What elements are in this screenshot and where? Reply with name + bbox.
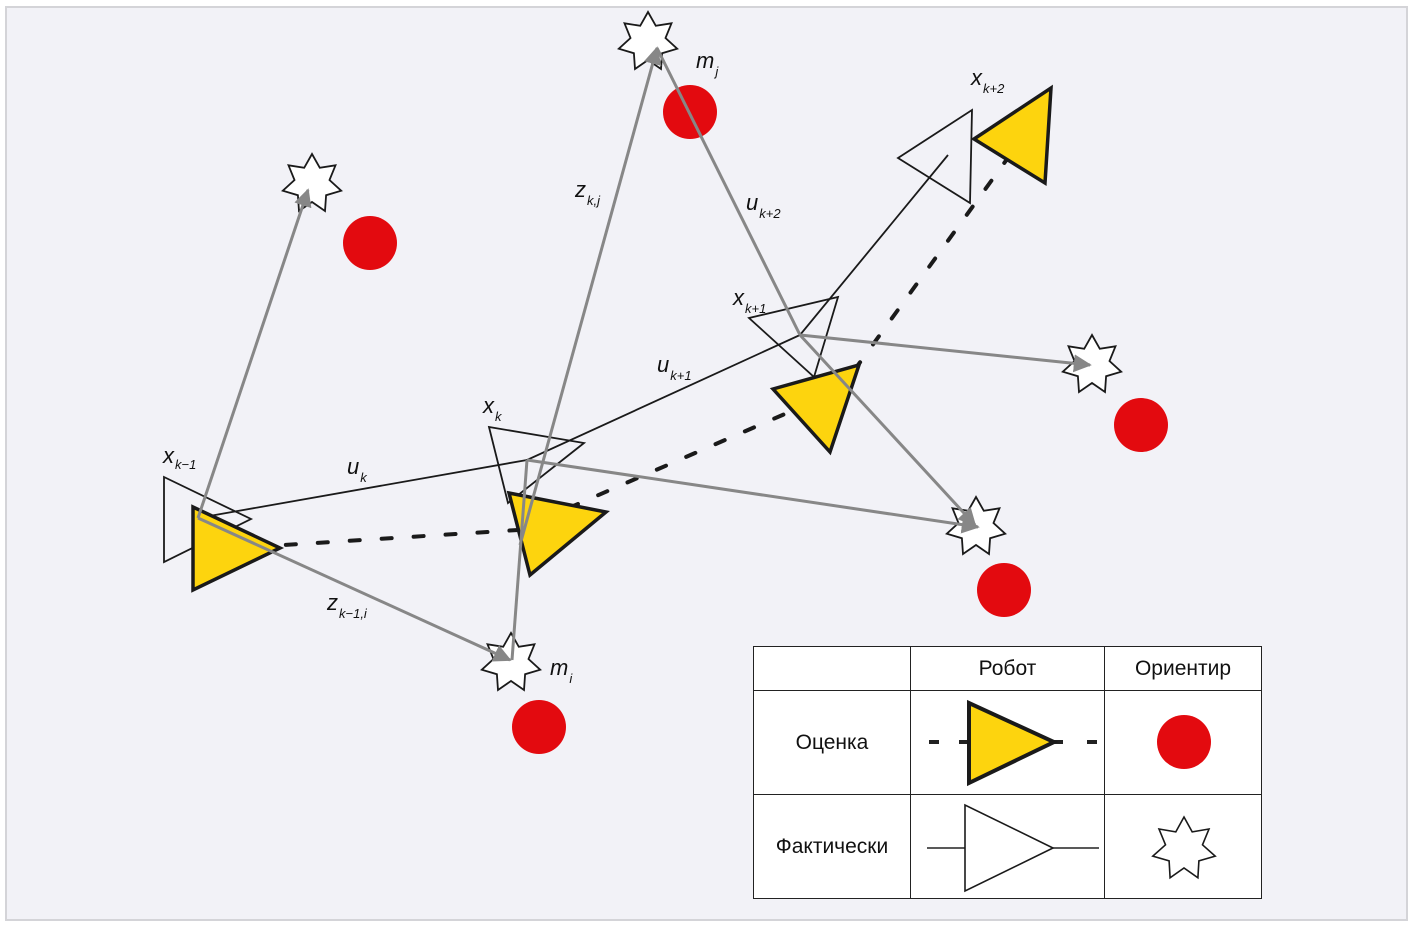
pose-label-xk+1: xk+1 <box>732 285 766 316</box>
pose-label-xk: xk <box>482 393 503 424</box>
estimated-landmark-4 <box>977 563 1031 617</box>
measurement-arrow-3 <box>510 459 529 661</box>
measurement-label-zkj: zk,j <box>574 177 601 208</box>
actual-landmark-1 <box>281 152 343 213</box>
measurement-arrow-1 <box>196 188 312 519</box>
measurement-arrow-8 <box>798 333 977 527</box>
actual-robot-pose-4 <box>896 108 973 205</box>
actual-trajectory <box>197 154 949 519</box>
actual-robot-icon <box>926 803 1099 892</box>
estimated-robot-icon <box>928 699 1097 786</box>
estimated-robot-pose-2 <box>506 490 610 579</box>
measurement-arrow-2 <box>197 516 512 662</box>
estimated-landmark-1 <box>343 216 397 270</box>
measurement-label-zk-1i: zk−1,i <box>326 590 368 621</box>
estimated-landmark-5 <box>512 700 566 754</box>
estimated-robot-pose-1 <box>191 504 285 593</box>
legend-actual-landmark-cell <box>1104 794 1262 899</box>
actual-landmark-3 <box>1061 333 1123 394</box>
measurement-arrow-7 <box>655 47 802 336</box>
actual-landmark-2 <box>617 10 679 71</box>
landmark-label-mi: mi <box>550 655 573 686</box>
actual-landmark-5 <box>480 631 542 692</box>
landmark-label-mj: mj <box>696 48 719 79</box>
estimated-robot-pose-3 <box>769 362 862 456</box>
legend-header-robot: Робот <box>910 646 1105 691</box>
estimated-landmark-3 <box>1114 398 1168 452</box>
pose-label-xk-1: xk−1 <box>162 443 196 472</box>
legend-row-actual-label: Фактически <box>753 794 911 899</box>
control-label-uk+2: uk+2 <box>746 190 781 221</box>
pose-label-xk+2: xk+2 <box>970 65 1005 96</box>
control-label-uk+1: uk+1 <box>657 352 692 383</box>
legend-row-estimate-label: Оценка <box>753 690 911 795</box>
estimated-trajectory-dashed <box>220 153 1012 551</box>
control-label-uk: uk <box>347 454 368 485</box>
actual-landmark-icon <box>1151 814 1217 879</box>
legend-header-landmark: Ориентир <box>1104 646 1262 691</box>
estimated-landmark-icon <box>1157 714 1211 769</box>
legend-estimate-robot-cell <box>910 690 1105 795</box>
legend-estimate-landmark-cell <box>1104 690 1262 795</box>
legend-header-empty <box>753 646 911 691</box>
measurement-arrow-5 <box>526 458 980 534</box>
estimated-robot-pose-4 <box>970 84 1053 187</box>
measurement-arrow-6 <box>799 333 1092 373</box>
legend-table: Робот Ориентир Оценка Фактически <box>753 646 1262 899</box>
legend-actual-robot-cell <box>910 794 1105 899</box>
